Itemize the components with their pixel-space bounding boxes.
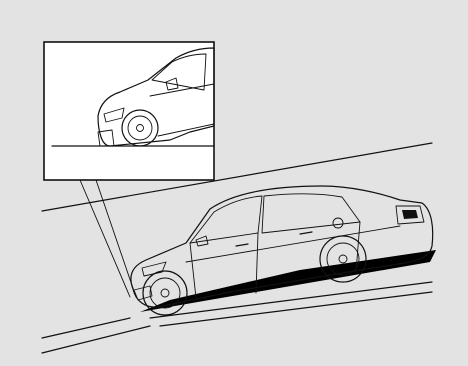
front-window [190,196,262,243]
sedan-car [131,186,433,315]
tail-light-lens [402,210,418,219]
front-wheel [143,271,187,315]
car-body [131,186,433,307]
rear-window [262,194,360,233]
fuel-cap [333,218,343,228]
callout-pointer [80,180,136,297]
road-near-left-2 [42,326,150,353]
rear-door-handle [300,232,312,234]
inset-closeup [44,42,214,180]
body-crease [186,226,400,262]
front-door-handle [236,244,248,246]
front-door-edge [190,243,196,298]
road-near-left [42,318,130,338]
inset-frame [44,42,214,180]
rear-wheel [320,236,366,282]
